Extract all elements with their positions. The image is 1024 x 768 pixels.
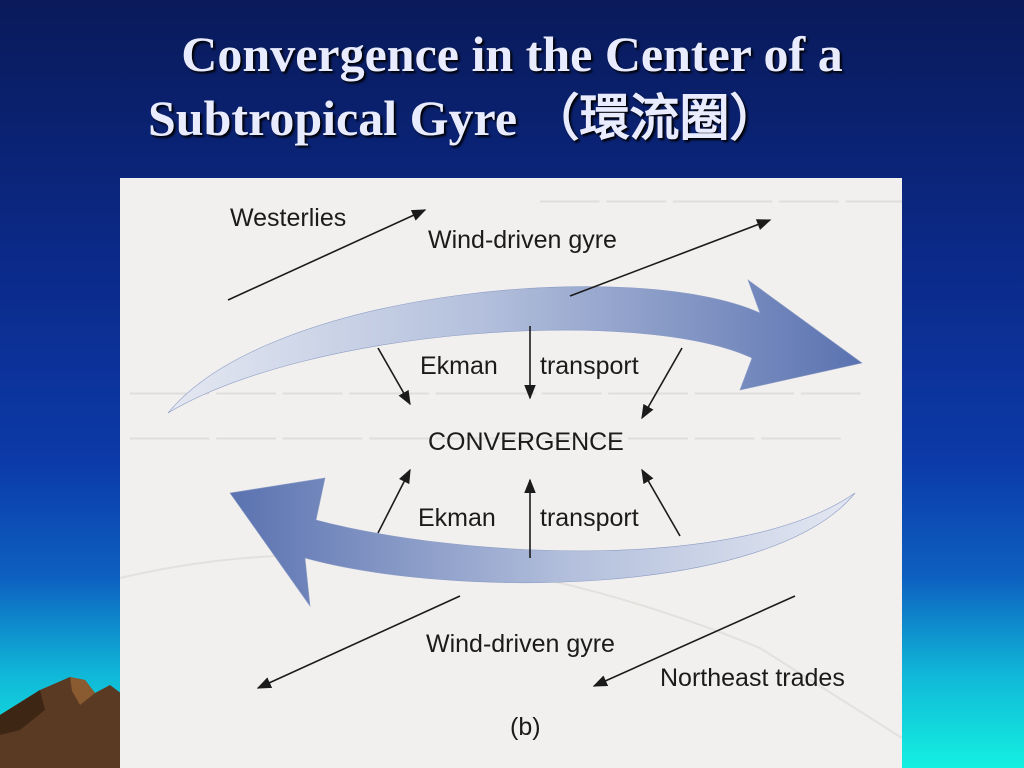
ekman-arrow [377,468,411,534]
title-line-2: Subtropical Gyre （環流圈） [148,90,780,146]
bleed-through-texture: ──── ─── ──── ─── ───── ──── ─── ─── ───… [130,423,841,454]
gyre-label-bottom: Wind-driven gyre [426,630,615,658]
panel-letter: (b) [510,713,541,741]
gyre-arrow-bottom [229,477,856,608]
westerlies-wind-arrow [227,209,427,301]
ekman-arrow [377,347,411,406]
convergence-label: CONVERGENCE [428,428,624,456]
gyre-arrow-top [167,279,863,414]
title-line-1: Convergence in the Center of a [181,26,843,82]
slide-title: Convergence in the Center of a Subtropic… [0,22,1024,150]
ekman-label-top: Ekman [420,352,498,380]
northeast-trades-label: Northeast trades [660,664,845,692]
westerlies-label: Westerlies [230,204,347,232]
diagram-graphics [120,209,902,739]
trades-wind-arrow [592,595,796,687]
bleed-through-texture: ──── ─── ─── ──── ───── ─── ──── ───── ─… [130,378,861,409]
transport-label-bottom: transport [540,504,639,532]
gyre-label-top: Wind-driven gyre [428,226,617,254]
transport-label-top: transport [540,352,639,380]
westerlies-wind-arrow [569,219,772,297]
trades-wind-arrow [256,595,461,689]
gyre-diagram: ─── ─── ───── ─── ──── ──── ──── ─── ───… [120,178,902,768]
bleed-through-texture: ─── ─── ───── ─── ──── ──── [540,186,902,217]
mountain-decoration [0,677,130,768]
ekman-arrow [641,347,683,420]
ekman-label-bottom: Ekman [418,504,496,532]
ekman-arrow [641,468,681,537]
